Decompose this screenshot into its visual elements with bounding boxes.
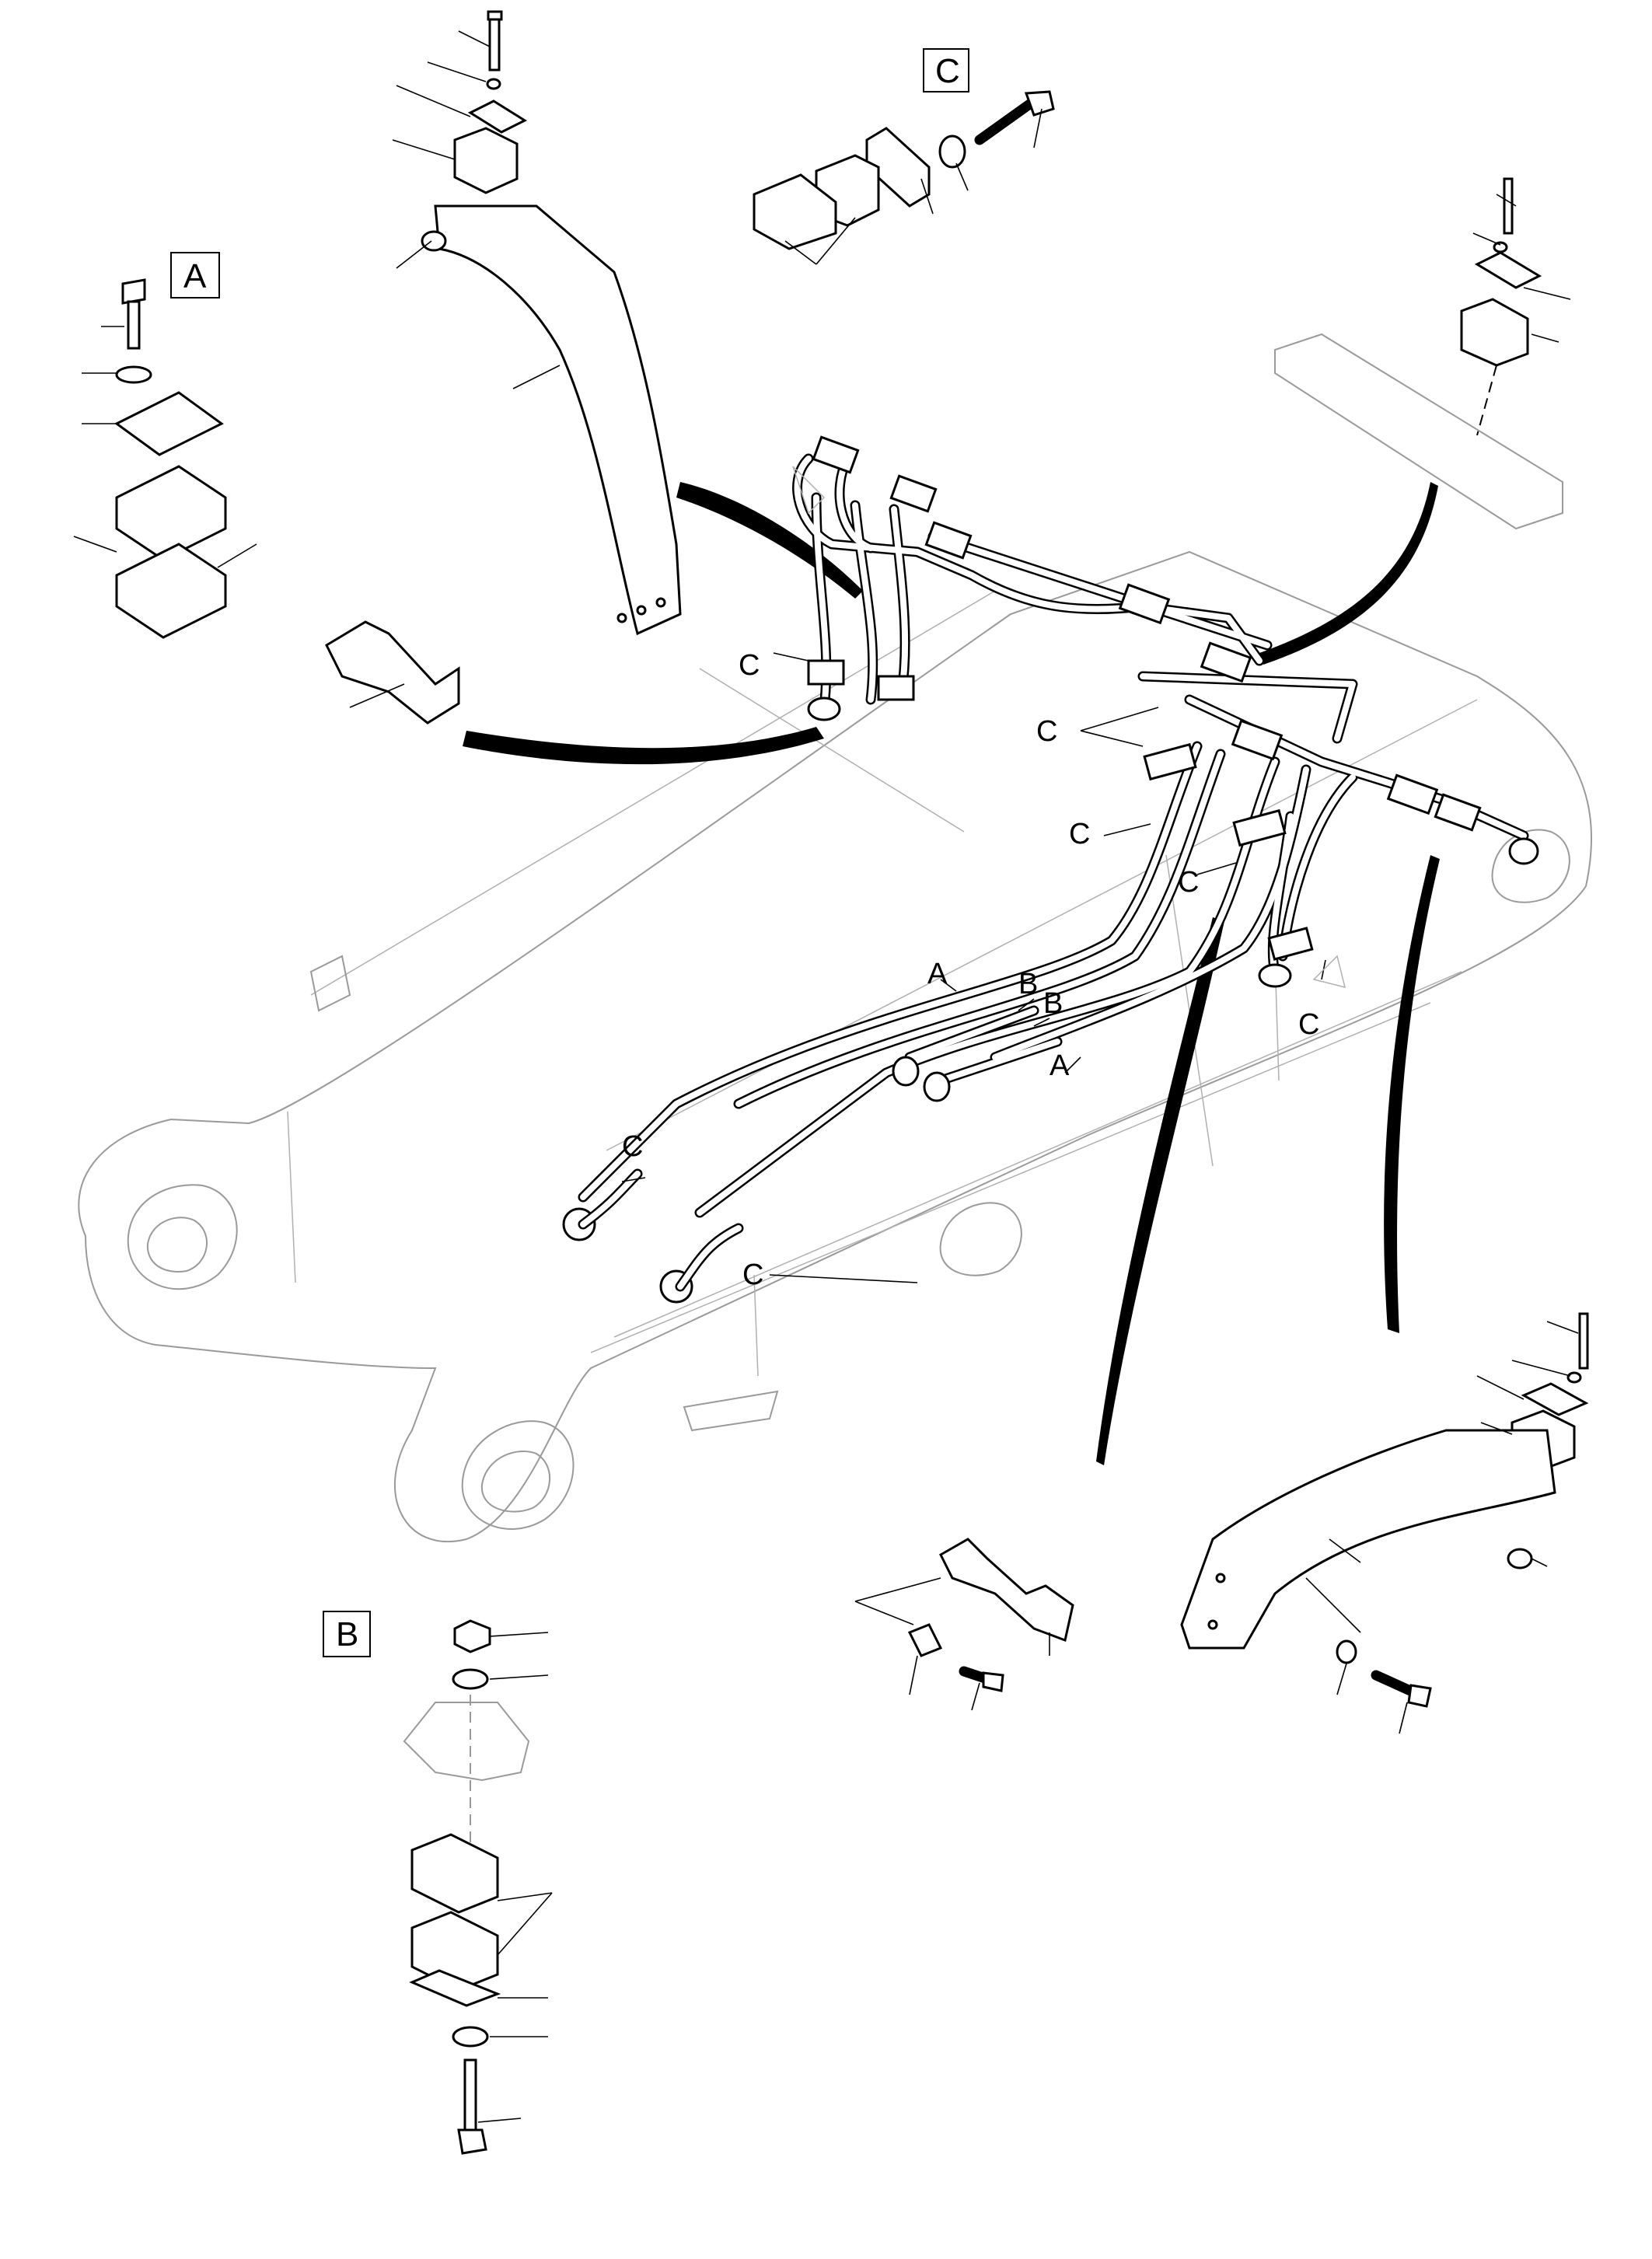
bracket-icon bbox=[1180, 1429, 1556, 1650]
detail-a-label: A bbox=[183, 257, 207, 295]
lower-right-bracket-group bbox=[1180, 1312, 1589, 1734]
bolt-icon bbox=[974, 90, 1055, 145]
bolt-icon bbox=[1503, 177, 1514, 235]
plate-icon bbox=[1521, 1382, 1589, 1416]
pipe-clamp-icon bbox=[753, 173, 837, 250]
washer-icon bbox=[486, 78, 501, 90]
washer-icon bbox=[452, 2026, 489, 2048]
nut-icon bbox=[453, 1619, 491, 1653]
callout-leaders bbox=[621, 466, 1346, 1283]
plate-icon bbox=[114, 391, 224, 456]
upper-left-bracket-group bbox=[392, 10, 682, 636]
bolt-icon bbox=[121, 278, 146, 350]
detail-a-group: A bbox=[73, 252, 257, 639]
detail-a-box bbox=[170, 252, 220, 299]
plate-icon bbox=[409, 1969, 501, 2007]
pipe-clamp-icon bbox=[1460, 298, 1529, 367]
pipe-clamp-icon bbox=[453, 127, 519, 194]
upper-right-clamp-group bbox=[1274, 177, 1571, 530]
callout-c-center-3: C bbox=[1178, 866, 1199, 899]
callout-c-center-2: C bbox=[1069, 818, 1090, 850]
bolt-icon bbox=[1578, 1312, 1589, 1370]
bolt-icon bbox=[1371, 1670, 1432, 1708]
spacer-tube-left-group bbox=[325, 620, 460, 724]
pipe-clamp-icon bbox=[410, 1833, 499, 1914]
detail-b-label: B bbox=[336, 1615, 358, 1653]
pipe-clamp-icon bbox=[410, 1911, 499, 1992]
callout-a-lower: A bbox=[1050, 1049, 1070, 1082]
bolt-icon bbox=[457, 2058, 487, 2155]
callout-c-right-low: C bbox=[1298, 1008, 1319, 1041]
spacer-tube-icon bbox=[325, 620, 460, 724]
callout-c-center-1: C bbox=[1036, 715, 1057, 748]
detail-c-label: C bbox=[935, 52, 960, 90]
washer-icon bbox=[938, 134, 966, 169]
detail-b-group: B bbox=[323, 1611, 553, 2155]
pointer-arrows bbox=[463, 482, 1440, 1465]
washer-icon bbox=[452, 1668, 489, 1690]
spacer-tube-icon bbox=[939, 1538, 1074, 1643]
callout-b-second: B bbox=[1043, 987, 1063, 1020]
callout-a-upper: A bbox=[927, 958, 948, 990]
nut-icon bbox=[1507, 1548, 1533, 1569]
detail-c-box bbox=[923, 48, 969, 93]
plate-icon bbox=[1474, 251, 1542, 289]
pipe-end-fittings bbox=[562, 697, 1539, 1304]
pipe-clamps bbox=[807, 435, 1482, 961]
washer-icon bbox=[115, 365, 152, 384]
hydraulic-pipe-assembly bbox=[562, 435, 1539, 1304]
bolt-icon bbox=[959, 1666, 1004, 1692]
spacer-tube-right-group bbox=[854, 1538, 1074, 1711]
plate-icon bbox=[467, 100, 528, 134]
pipe-outlines bbox=[578, 453, 1529, 1218]
nut-icon bbox=[421, 230, 447, 252]
bracket-icon bbox=[434, 204, 682, 636]
callout-c-upper-left: C bbox=[739, 649, 760, 682]
callout-b-first: B bbox=[1018, 968, 1038, 1000]
callout-c-left-end: C bbox=[622, 1130, 643, 1163]
washer-icon bbox=[1336, 1639, 1357, 1664]
callout-letters: C C C C C C C A A B B bbox=[622, 649, 1319, 1291]
pipe-clamp-icon bbox=[115, 465, 227, 639]
bolt-icon bbox=[487, 10, 503, 72]
washer-icon bbox=[1566, 1371, 1582, 1384]
spacer-tube-icon bbox=[907, 1623, 943, 1657]
callout-c-bottom: C bbox=[742, 1259, 763, 1291]
detail-b-box bbox=[323, 1611, 371, 1657]
detail-c-group: C bbox=[753, 48, 1055, 265]
washer-icon bbox=[1493, 241, 1508, 253]
